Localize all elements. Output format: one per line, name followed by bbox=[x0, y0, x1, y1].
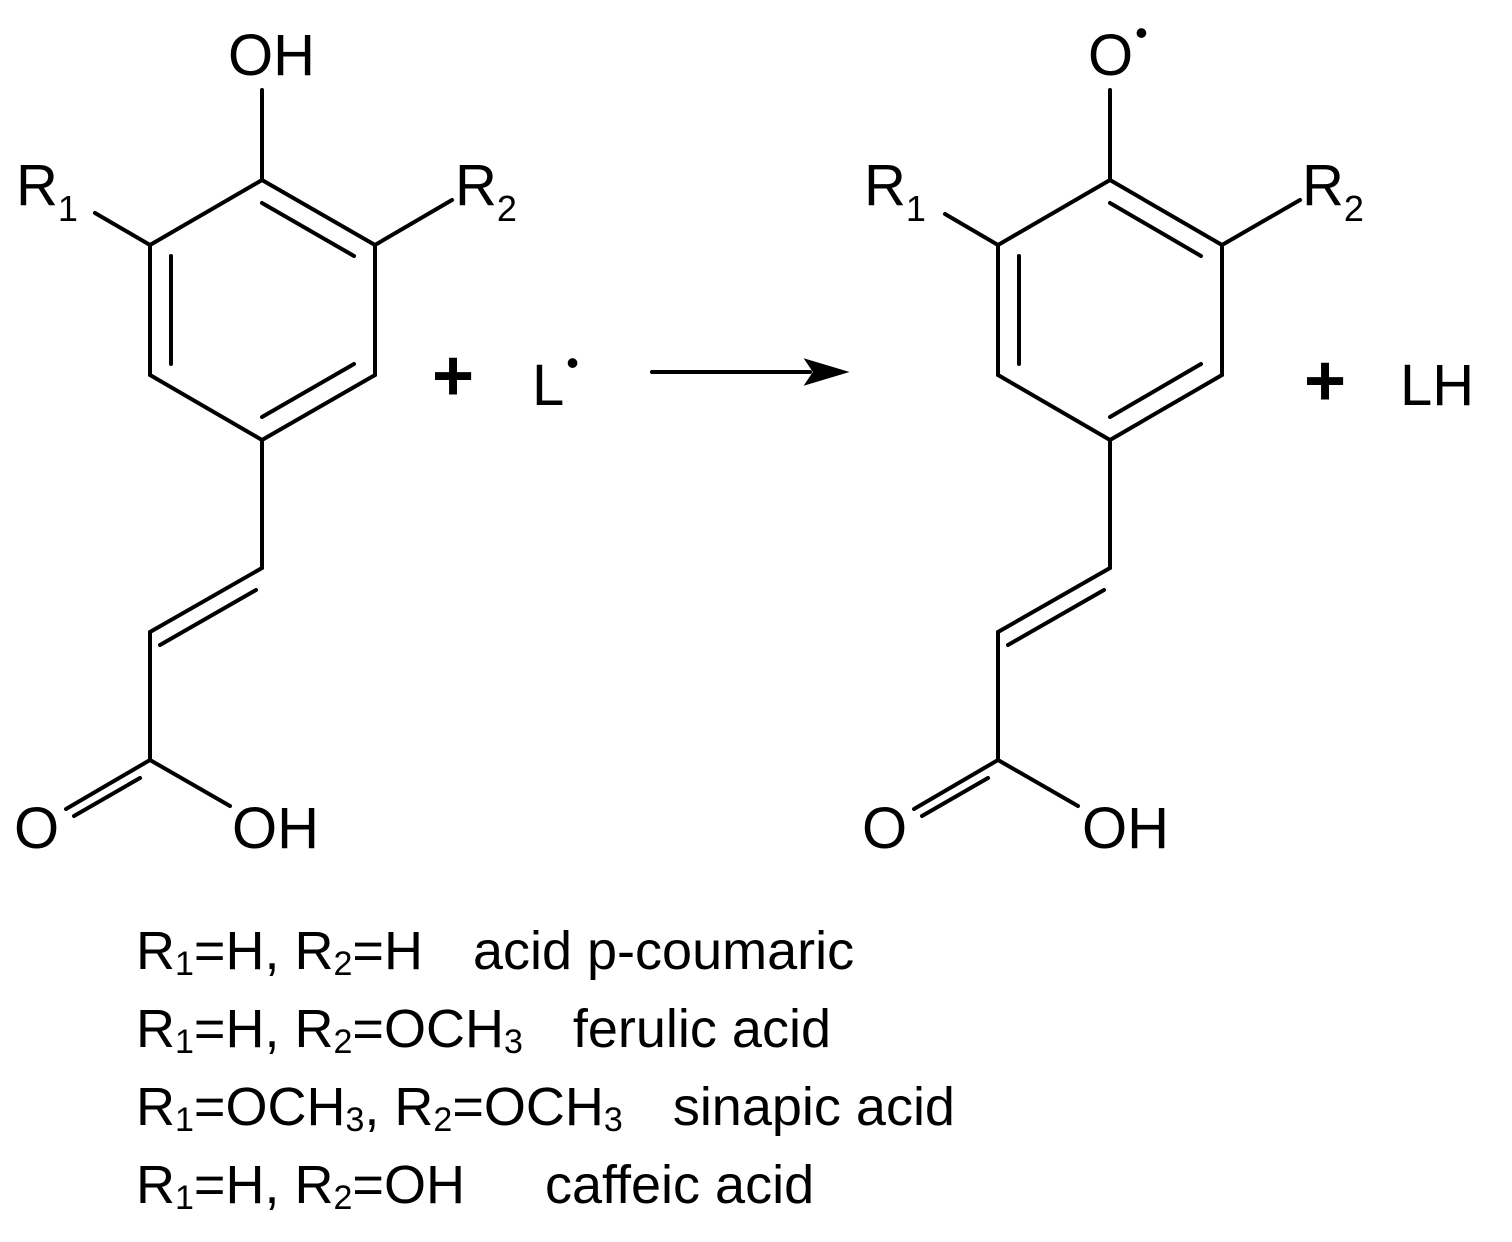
legend-r2-value: =H bbox=[352, 921, 423, 981]
legend-r1: R bbox=[136, 999, 175, 1059]
reactant-r2-label: R2 bbox=[455, 153, 517, 229]
reactant-top-group: OH bbox=[228, 23, 315, 88]
reactant-carbonyl-o: O bbox=[14, 796, 59, 861]
legend-r2: R bbox=[294, 921, 334, 981]
legend-r1-sub: 1 bbox=[175, 945, 194, 983]
legend-r1-value: =H, bbox=[193, 999, 280, 1059]
product-molecule: O• R1 R2 O OH bbox=[862, 12, 1364, 861]
product-acid-oh: OH bbox=[1082, 796, 1169, 861]
reactant-r1-bond bbox=[93, 211, 152, 247]
plus-sign-2: + bbox=[1304, 341, 1346, 421]
product-alkene-inner-bond bbox=[1006, 588, 1106, 647]
legend-acid-name: caffeic acid bbox=[544, 1155, 815, 1215]
radical-reagent: L• bbox=[532, 342, 579, 418]
product-r1-bond bbox=[943, 212, 1000, 247]
product-alkene-bond bbox=[996, 566, 1112, 634]
legend-r1-value: =H, bbox=[193, 1155, 280, 1215]
legend-r2-value-sub: 3 bbox=[503, 1023, 523, 1061]
product-r2-label: R2 bbox=[1302, 153, 1364, 229]
legend-acid-name: sinapic acid bbox=[672, 1077, 955, 1137]
reactant-acid-oh: OH bbox=[232, 796, 319, 861]
legend-r2-value: =OCH bbox=[352, 999, 504, 1059]
legend-r1-sub: 1 bbox=[175, 1101, 194, 1139]
legend-r1: R bbox=[136, 921, 175, 981]
legend-r1-sub: 1 bbox=[175, 1179, 194, 1217]
legend-r2: R bbox=[394, 1077, 434, 1137]
legend-r2-sub: 2 bbox=[333, 1023, 353, 1061]
reactant-molecule: OH R1 R2 O OH bbox=[14, 23, 517, 861]
product-c-oh-acid-bond bbox=[996, 758, 1080, 808]
legend-r2-sub: 2 bbox=[333, 945, 353, 983]
product-ring bbox=[996, 178, 1224, 442]
legend-r1: R bbox=[136, 1155, 175, 1215]
reactant-c-oh-acid-bond bbox=[148, 758, 232, 808]
product-carbonyl-o: O bbox=[862, 796, 907, 861]
legend-r2-value-sub: 3 bbox=[603, 1101, 623, 1139]
reactant-r2-bond bbox=[373, 198, 454, 247]
legend-r2-value: =OH bbox=[352, 1155, 465, 1215]
reactant-ring bbox=[148, 178, 377, 442]
reactant-r1-label: R1 bbox=[16, 153, 78, 229]
legend-r1-value-sub: 3 bbox=[345, 1101, 365, 1139]
product-r2-bond bbox=[1220, 198, 1302, 247]
byproduct-lh: LH bbox=[1400, 353, 1474, 418]
reactant-carbonyl-inner-bond bbox=[72, 776, 142, 818]
reaction-arrow bbox=[650, 358, 850, 386]
legend-r2-sub: 2 bbox=[333, 1179, 353, 1217]
legend-r2: R bbox=[294, 999, 334, 1059]
legend-acid-name: ferulic acid bbox=[572, 999, 831, 1059]
legend-acid-name: acid p-coumaric bbox=[472, 921, 855, 981]
product-carbonyl-bond bbox=[912, 758, 1000, 811]
legend-r1: R bbox=[136, 1077, 175, 1137]
product-carbonyl-inner-bond bbox=[920, 776, 990, 818]
legend-r1-comma: , bbox=[364, 1077, 380, 1137]
legend-r2-sub: 2 bbox=[433, 1101, 453, 1139]
plus-sign-1: + bbox=[432, 336, 474, 416]
legend-r1-sub: 1 bbox=[175, 1023, 194, 1061]
product-top-group: O• bbox=[1088, 12, 1148, 88]
product-r1-label: R1 bbox=[864, 153, 926, 229]
reactant-alkene-inner-bond bbox=[158, 588, 258, 647]
legend-r2: R bbox=[294, 1155, 334, 1215]
reactant-alkene-bond bbox=[148, 566, 264, 634]
legend-r1-value: =H, bbox=[193, 921, 280, 981]
legend-r1-value: =OCH bbox=[193, 1077, 346, 1137]
reactant-carbonyl-bond bbox=[64, 758, 152, 811]
legend-r2-value: =OCH bbox=[452, 1077, 604, 1137]
